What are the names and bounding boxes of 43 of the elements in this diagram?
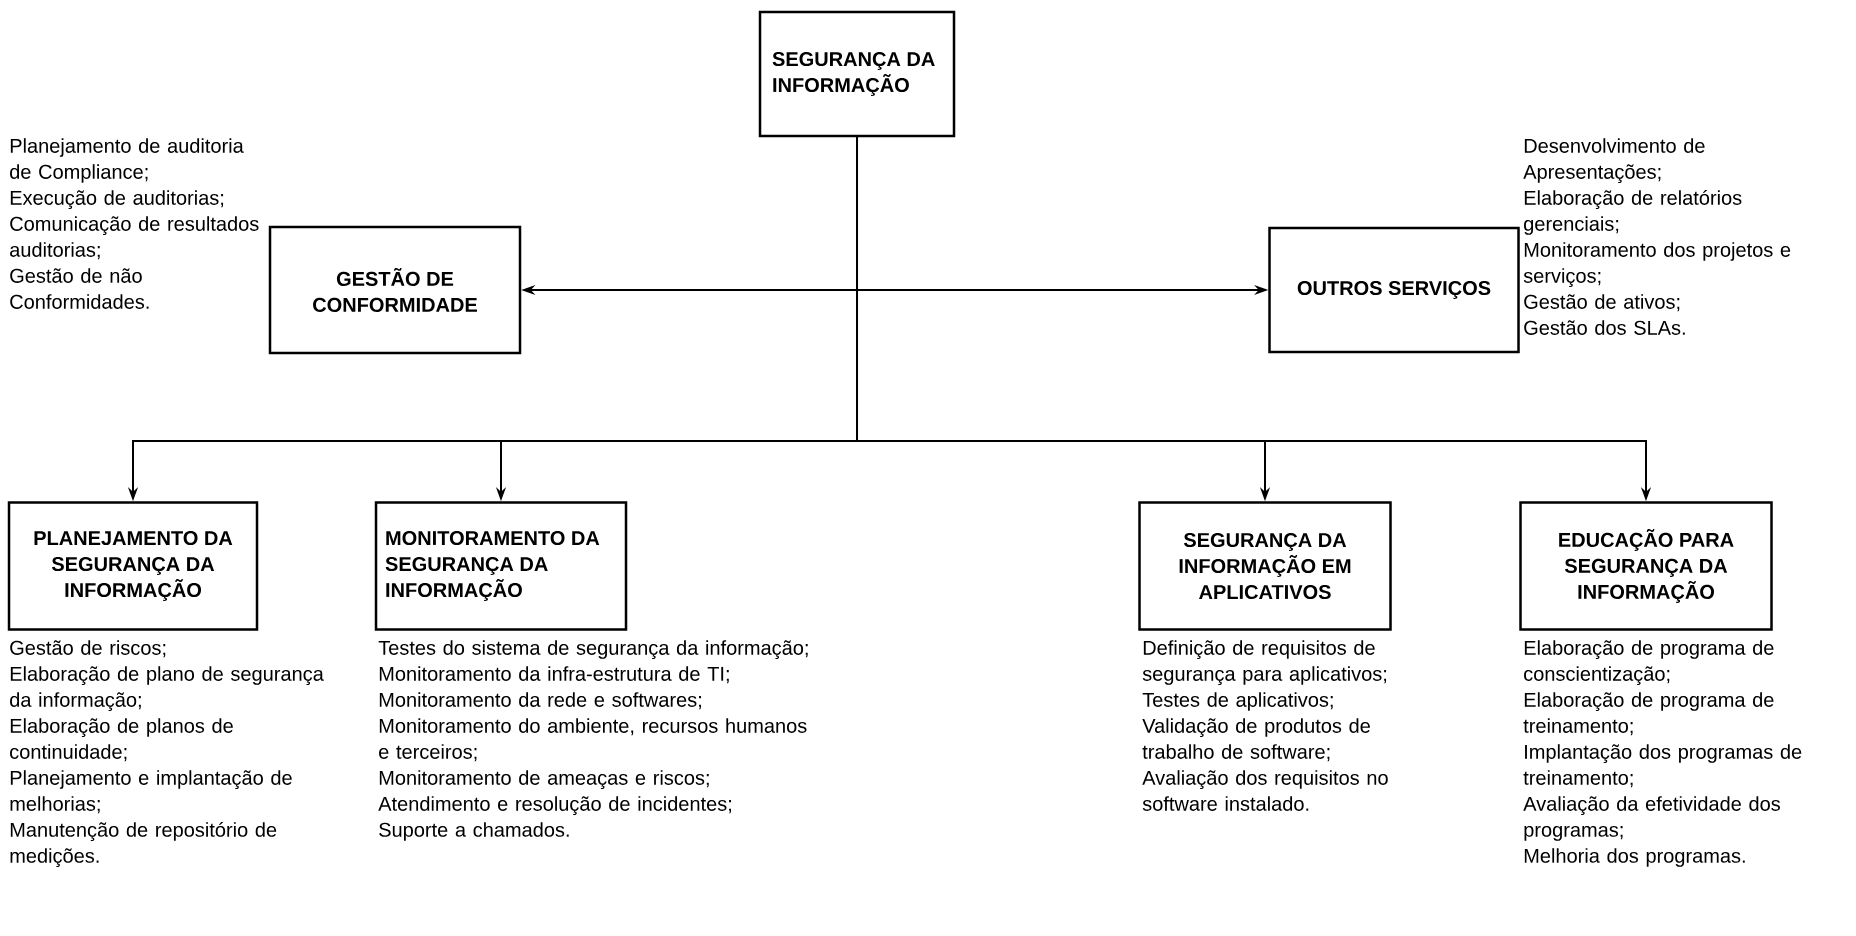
description-list: Gestão de riscos; Elaboração de plano de segurança da informação; Elaboração de planos de continuidade; Planejamento e implantação de melhorias; Manutenção de repositório de medições. [10, 640, 324, 867]
title-box: OUTROS SERVIÇOS [1268, 226, 1520, 354]
node-label: Execução de auditorias; [10, 190, 224, 209]
node-label: Planejamento de auditoria de Compliance; [10, 138, 244, 183]
title-box: MONITORAMENTO DA SEGURANÇA DA INFORMAÇÃO [374, 501, 628, 631]
description-list: Definição de requisitos de segurança para aplicativos; Testes de aplicativos; Validação de produtos de trabalho de software; Avaliação dos requisitos no software instalado. [1142, 640, 1388, 811]
node-label: Avaliação dos requisitos no software instalado. [1142, 770, 1388, 811]
description-list: Planejamento de auditoria de Compliance; Execução de auditorias; Comunicação de resultados auditorias; Gestão de não Conformidades. [10, 138, 259, 309]
node-label: Testes de aplicativos; [1142, 692, 1333, 711]
node-label: Monitoramento da infra-estrutura de TI; [379, 666, 729, 684]
title-box: SEGURANÇA DA INFORMAÇÃO [758, 10, 956, 138]
node-label: Comunicação de resultados auditorias; [10, 216, 259, 260]
title-box: PLANEJAMENTO DA SEGURANÇA DA INFORMAÇÃO [7, 501, 259, 631]
node-label: Monitoramento de ameaças e riscos; [379, 770, 709, 789]
node-label: Gestão de não Conformidades. [10, 268, 149, 309]
node-label: Desenvolvimento de Apresentações; [1523, 138, 1705, 183]
node-label: Atendimento e resolução de incidentes; [378, 796, 732, 815]
description-list: Desenvolvimento de Apresentações; Elaboração de relatórios gerenciais; Monitoramento dos projetos e serviços; Gestão de ativos; Gestão dos SLAs. [1523, 138, 1791, 335]
node-label: Validação de produtos de trabalho de software; [1142, 718, 1370, 762]
node-label: Gestão dos SLAs. [1524, 320, 1685, 335]
node-label: Elaboração de plano de segurança da informação; [10, 666, 324, 711]
title-box: GESTÃO DE CONFORMIDADE [268, 225, 522, 355]
node-label: Definição de requisitos de segurança para aplicativos; [1142, 640, 1387, 685]
description-list: Elaboração de programa de conscientização; Elaboração de programa de treinamento; Implantação dos programas de treinamento; Avaliação da efetividade dos programas; Melhoria dos programas. [1523, 640, 1802, 867]
node-label: Melhoria dos programas. [1524, 848, 1745, 867]
node-label: Elaboração de programa de treinamento; [1523, 692, 1774, 736]
node-label: Planejamento e implantação de melhorias; [10, 770, 292, 814]
node-label: Monitoramento da rede e softwares; [379, 692, 701, 710]
node-label: Suporte a chamados. [379, 822, 569, 841]
node-label: Elaboração de programa de conscientização; [1524, 640, 1774, 685]
node-label: Testes do sistema de segurança da informação; [378, 640, 808, 659]
node-label: Manutenção de repositório de medições. [10, 821, 277, 867]
description-list: Testes do sistema de segurança da informação; Monitoramento da infra-estrutura de TI; Monitoramento da rede e softwares; Monitoramento do ambiente, recursos humanos e terceiros; Monitoramento de ameaças e riscos; Atendimento e resolução de incidentes; Suporte a chamados. [378, 640, 808, 841]
node-label: Avaliação da efetividade dos programas; [1523, 796, 1780, 841]
node-label: Gestão de riscos; [10, 640, 166, 658]
node-label: Elaboração de relatórios gerenciais; [1524, 189, 1742, 235]
title-box: SEGURANÇA DA INFORMAÇÃO EM APLICATIVOS [1138, 501, 1392, 631]
node-label: Gestão de ativos; [1524, 294, 1680, 312]
node-label: Elaboração de planos de continuidade; [10, 718, 233, 762]
node-label: Monitoramento dos projetos e serviços; [1523, 242, 1791, 287]
title-box: EDUCAÇÃO PARA SEGURANÇA DA INFORMAÇÃO [1519, 501, 1773, 631]
node-label: Monitoramento do ambiente, recursos humanos e terceiros; [379, 718, 807, 762]
node-label: Implantação dos programas de treinamento; [1523, 744, 1802, 788]
